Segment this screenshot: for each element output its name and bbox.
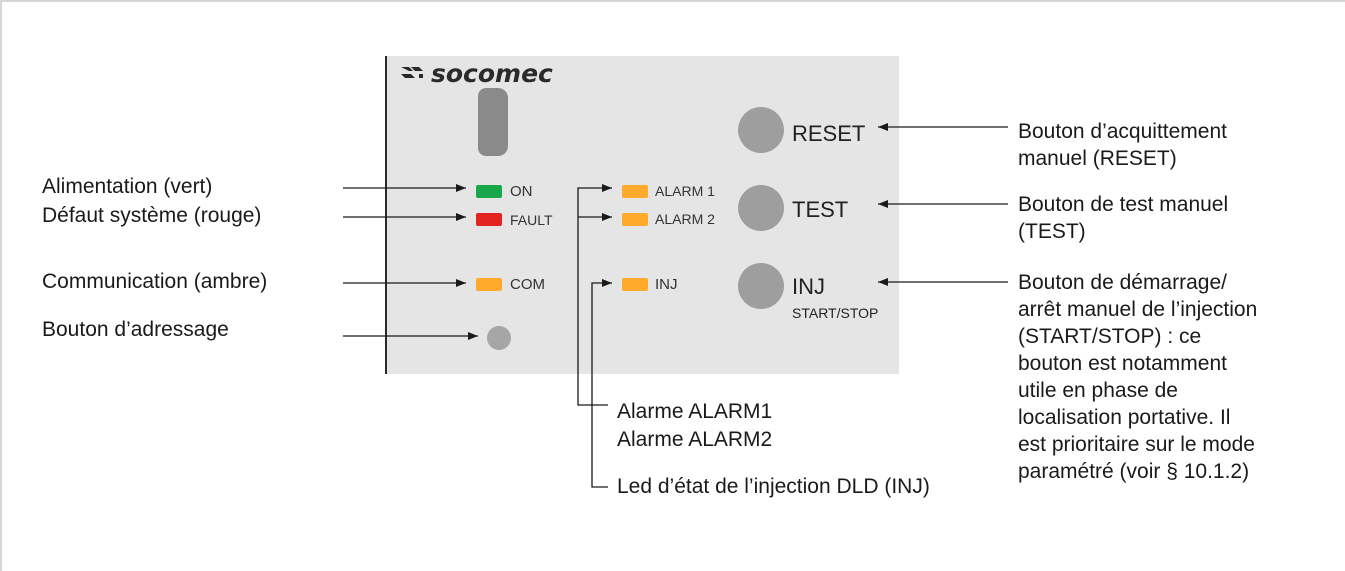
callout-test-line: (TEST)	[1018, 220, 1086, 243]
callout-test: Bouton de test manuel (TEST)	[1018, 191, 1228, 245]
address-button[interactable]	[487, 326, 511, 350]
callout-inj-led: Led d’état de l’injection DLD (INJ)	[617, 475, 930, 498]
inj-button-label: INJ	[792, 274, 825, 299]
callout-power: Alimentation (vert)	[42, 175, 213, 198]
callout-inj-button: Bouton de démarrage/ arrêt manuel de l’i…	[1018, 269, 1257, 485]
callout-inj-line: (START/STOP) : ce	[1018, 325, 1202, 348]
callout-inj-line: localisation portative. Il	[1018, 406, 1231, 429]
reset-button-label: RESET	[792, 121, 866, 146]
reset-button[interactable]	[738, 107, 784, 153]
callout-fault: Défaut système (rouge)	[42, 204, 262, 227]
test-button-label: TEST	[792, 197, 849, 222]
brand: socomec	[399, 58, 553, 88]
callout-inj-line: arrêt manuel de l’injection	[1018, 298, 1258, 321]
callout-reset-line: manuel (RESET)	[1018, 147, 1177, 170]
callout-com: Communication (ambre)	[42, 270, 268, 293]
inj-start-stop-button[interactable]	[738, 263, 784, 309]
led-on	[476, 185, 502, 198]
led-com	[476, 278, 502, 291]
callout-inj-line: utile en phase de	[1018, 379, 1178, 402]
figure-frame-top	[0, 0, 1345, 2]
led-inj-label: INJ	[655, 276, 678, 293]
test-button[interactable]	[738, 185, 784, 231]
usb-port[interactable]	[478, 88, 508, 156]
inj-button-sublabel: START/STOP	[792, 305, 879, 321]
callout-alarm1: Alarme ALARM1	[617, 400, 773, 423]
callout-reset-line: Bouton d’acquittement	[1018, 120, 1227, 143]
led-alarm1-label: ALARM 1	[655, 183, 715, 199]
led-fault-label: FAULT	[510, 212, 553, 228]
callout-alarm2: Alarme ALARM2	[617, 428, 773, 451]
led-on-label: ON	[510, 183, 533, 200]
callout-test-line: Bouton de test manuel	[1018, 193, 1229, 216]
led-alarm2	[622, 213, 648, 226]
led-alarm1	[622, 185, 648, 198]
led-alarm2-label: ALARM 2	[655, 211, 715, 227]
led-com-label: COM	[510, 276, 545, 293]
brand-name: socomec	[431, 58, 553, 88]
callout-address: Bouton d’adressage	[42, 318, 229, 341]
callout-reset: Bouton d’acquittement manuel (RESET)	[1018, 118, 1227, 172]
led-fault	[476, 213, 502, 226]
socomec-logo-icon	[401, 67, 423, 78]
callout-inj-line: paramétré (voir § 10.1.2)	[1018, 460, 1250, 483]
callout-inj-line: est prioritaire sur le mode	[1018, 433, 1255, 456]
callout-inj-line: bouton est notamment	[1018, 352, 1227, 375]
figure-frame-left	[0, 0, 2, 571]
led-inj	[622, 278, 648, 291]
callout-inj-line: Bouton de démarrage/	[1018, 271, 1227, 294]
